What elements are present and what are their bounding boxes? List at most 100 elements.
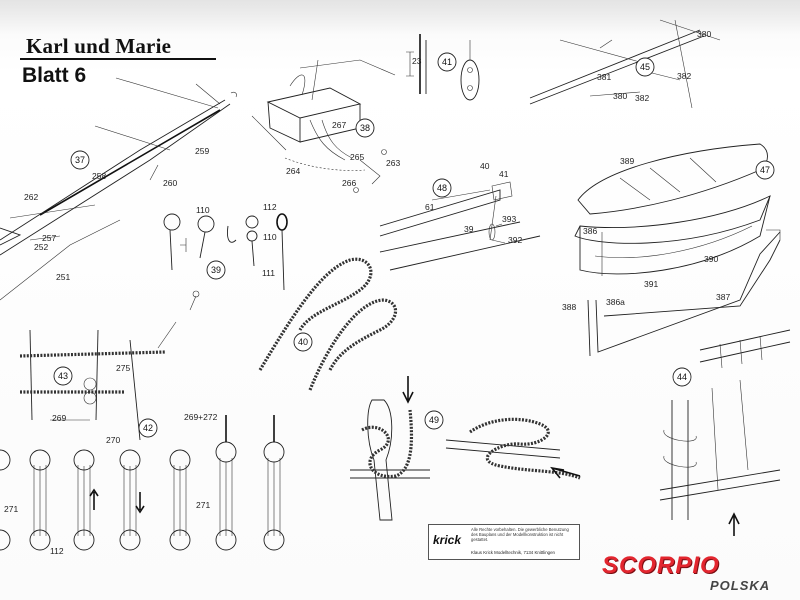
part-label: 257 bbox=[42, 233, 56, 243]
figure-number-text: 38 bbox=[360, 123, 370, 133]
part-label: 392 bbox=[508, 235, 522, 245]
figure-number-43: 43 bbox=[53, 366, 73, 386]
figure-number-circle bbox=[293, 332, 313, 352]
krick-logo: krick bbox=[433, 533, 462, 547]
figure-number-text: 40 bbox=[298, 337, 308, 347]
part-label: 251 bbox=[56, 272, 70, 282]
part-label: 110 bbox=[263, 232, 277, 242]
figure-47-boat bbox=[574, 143, 781, 357]
part-label: 271 bbox=[4, 504, 18, 514]
figure-number-circle bbox=[206, 260, 226, 280]
figure-number-circles: 37 38 39 40 41 42 43 44 45 47 48 49 bbox=[53, 52, 775, 438]
part-label: 269+272 bbox=[184, 412, 218, 422]
part-label: 111 bbox=[262, 268, 275, 278]
part-label: 380 bbox=[697, 29, 711, 39]
figure-number-circle bbox=[424, 410, 444, 430]
part-label: 391 bbox=[644, 279, 658, 289]
notice-address: Klaus Krick Modelltechnik, 7134 Knittlin… bbox=[471, 550, 555, 555]
figure-number-44: 44 bbox=[672, 367, 692, 387]
figure-number-38: 38 bbox=[355, 118, 375, 138]
part-label: 23 bbox=[412, 56, 422, 66]
figure-number-text: 45 bbox=[640, 62, 650, 72]
part-label: 390 bbox=[704, 254, 718, 264]
figure-number-text: 37 bbox=[75, 155, 85, 165]
figure-number-circle bbox=[672, 367, 692, 387]
figure-number-47: 47 bbox=[755, 160, 775, 180]
figure-41-block bbox=[406, 34, 480, 101]
title-underline bbox=[20, 58, 216, 60]
figure-number-text: 49 bbox=[429, 415, 439, 425]
part-label: 264 bbox=[286, 166, 300, 176]
part-label: 61 bbox=[425, 202, 435, 212]
part-label: 262 bbox=[24, 192, 38, 202]
part-label: 112 bbox=[263, 202, 277, 212]
scorpio-watermark: SCORPIO POLSKA bbox=[600, 552, 796, 596]
part-label: 389 bbox=[620, 156, 634, 166]
figure-number-circle bbox=[355, 118, 375, 138]
figure-number-49: 49 bbox=[424, 410, 444, 430]
brand-line1: SCORPIO bbox=[602, 552, 720, 579]
figure-number-41: 41 bbox=[437, 52, 457, 72]
figure-number-circle bbox=[635, 57, 655, 77]
figure-39-hooks bbox=[163, 213, 288, 291]
figure-37-bowsprit bbox=[0, 77, 231, 301]
figure-48-davit bbox=[379, 181, 541, 271]
part-label: 380 bbox=[613, 91, 627, 101]
figure-number-text: 43 bbox=[58, 371, 68, 381]
figure-number-circle bbox=[138, 418, 158, 438]
part-label: 388 bbox=[562, 302, 576, 312]
part-label: 381 bbox=[597, 72, 611, 82]
part-label: 382 bbox=[677, 71, 691, 81]
part-label: 39 bbox=[464, 224, 474, 234]
part-label: 40 bbox=[480, 161, 490, 171]
sheet-number: Blatt 6 bbox=[22, 64, 87, 87]
part-label: 386 bbox=[583, 226, 597, 236]
figure-45-gaff bbox=[529, 19, 721, 109]
brand-line2: POLSKA bbox=[710, 578, 771, 593]
figure-number-text: 44 bbox=[677, 372, 687, 382]
copyright-notice: krick Alle Rechte vorbehalten. Die gewer… bbox=[428, 524, 580, 560]
part-label: 266 bbox=[342, 178, 356, 188]
figure-number-text: 42 bbox=[143, 423, 153, 433]
paper-fold-shadow bbox=[0, 0, 800, 34]
figure-number-text: 47 bbox=[760, 165, 770, 175]
figure-number-48: 48 bbox=[432, 178, 452, 198]
part-label: 269 bbox=[52, 413, 66, 423]
part-label: 265 bbox=[350, 152, 364, 162]
figure-number-42: 42 bbox=[138, 418, 158, 438]
figure-number-40: 40 bbox=[293, 332, 313, 352]
part-label: 110 bbox=[196, 205, 210, 215]
part-label: 252 bbox=[34, 242, 48, 252]
part-label: 382 bbox=[635, 93, 649, 103]
figure-number-circle bbox=[755, 160, 775, 180]
notice-text: Alle Rechte vorbehalten. Die gewerbliche… bbox=[471, 527, 569, 542]
figure-number-text: 41 bbox=[442, 57, 452, 67]
figure-49-belaying bbox=[350, 376, 581, 521]
figure-number-text: 39 bbox=[211, 265, 221, 275]
figure-number-45: 45 bbox=[635, 57, 655, 77]
part-label: 260 bbox=[163, 178, 177, 188]
part-label: 41 bbox=[499, 169, 509, 179]
figure-44-mast bbox=[659, 329, 791, 536]
page-title: Karl und Marie bbox=[26, 34, 172, 58]
figure-number-circle bbox=[437, 52, 457, 72]
part-label: 259 bbox=[195, 146, 209, 156]
part-label: 275 bbox=[116, 363, 130, 373]
part-label: 386a bbox=[606, 297, 625, 307]
figure-number-39: 39 bbox=[206, 260, 226, 280]
part-label: 393 bbox=[502, 214, 516, 224]
figure-number-circle bbox=[53, 366, 73, 386]
figure-43-ratlines bbox=[19, 321, 177, 441]
part-label: 267 bbox=[332, 120, 346, 130]
part-label: 270 bbox=[106, 435, 120, 445]
figure-40-rope-loops bbox=[189, 257, 398, 391]
figure-number-circle bbox=[432, 178, 452, 198]
figure-number-text: 48 bbox=[437, 183, 447, 193]
part-label: 271 bbox=[196, 500, 210, 510]
part-label: 112 bbox=[50, 546, 64, 556]
figure-number-circle bbox=[70, 150, 90, 170]
figure-number-37: 37 bbox=[70, 150, 90, 170]
